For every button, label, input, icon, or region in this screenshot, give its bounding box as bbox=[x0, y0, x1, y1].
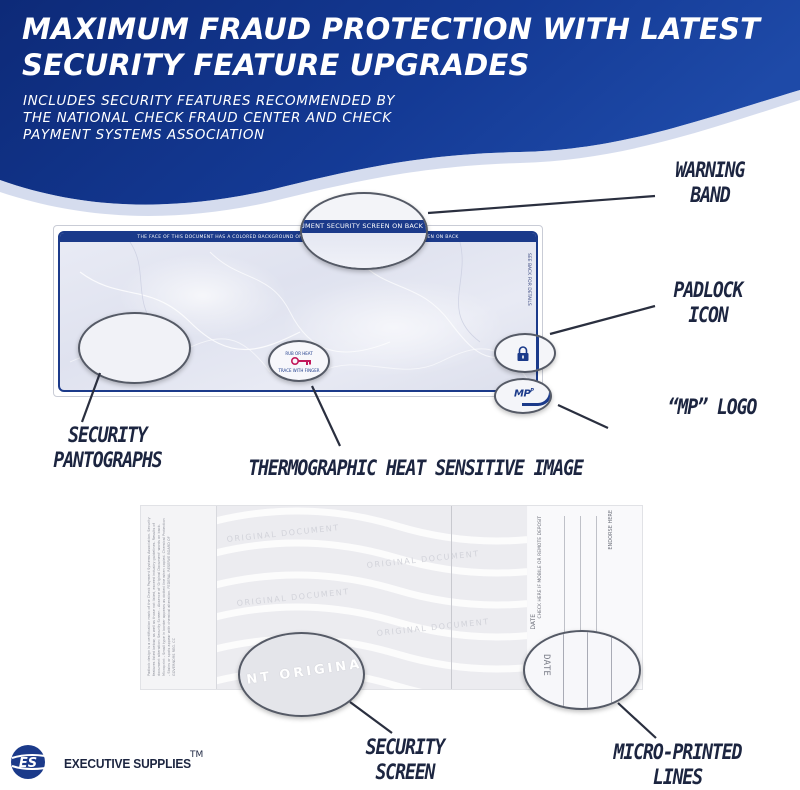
micro-line bbox=[611, 632, 612, 708]
callout-pantographs-line-1: SECURITY bbox=[68, 423, 148, 447]
padlock-magnifier bbox=[494, 333, 556, 373]
callout-padlock-line-2: ICON bbox=[688, 303, 728, 327]
security-screen-zoom-text: NT ORIGINAL bbox=[245, 655, 365, 688]
brand-name: EXECUTIVE SUPPLIES bbox=[64, 756, 191, 771]
padlock-pointer bbox=[549, 304, 656, 336]
endorse-here-label: ENDORSE HERE bbox=[608, 510, 614, 550]
thermo-top-text: RUB OR HEAT bbox=[285, 351, 313, 356]
subheadline-line-2: THE NATIONAL CHECK FRAUD CENTER AND CHEC… bbox=[23, 110, 392, 126]
es-logo-mark: ES bbox=[11, 745, 55, 779]
pantograph-magnifier bbox=[78, 312, 191, 384]
endorse-rule bbox=[596, 516, 597, 681]
mobile-deposit-note: CHECK HERE IF MOBILE OR REMOTE DEPOSIT bbox=[538, 516, 543, 619]
es-logo-letters: ES bbox=[19, 756, 37, 771]
callout-warning-band-line-2: BAND bbox=[690, 183, 730, 207]
callout-micro-printed-line-2: LINES bbox=[652, 765, 703, 789]
mp-logo-magnifier: MPP bbox=[494, 378, 552, 414]
subheadline-line-1: INCLUDES SECURITY FEATURES RECOMMENDED B… bbox=[23, 93, 396, 109]
back-left-panel: Padlock design is a certification mark o… bbox=[141, 506, 217, 689]
warning-band: THE FACE OF THIS DOCUMENT HAS A COLORED … bbox=[60, 233, 536, 242]
endorse-rule bbox=[564, 516, 565, 681]
callout-warning-band-line-1: WARNING bbox=[675, 158, 746, 182]
callout-padlock-line-1: PADLOCK bbox=[673, 278, 744, 302]
micro-printed-magnifier: DATE bbox=[523, 630, 641, 710]
callout-micro-printed-lines: MICRO-PRINTED LINES bbox=[602, 740, 753, 790]
callout-security-screen: SECURITY SCREEN bbox=[349, 735, 461, 785]
padlock-check-edge bbox=[536, 335, 539, 371]
warning-band-zoom-background bbox=[302, 233, 426, 268]
micro-date-label: DATE bbox=[540, 654, 551, 676]
header-wave-background bbox=[0, 0, 800, 216]
mp-logo-pointer bbox=[557, 404, 609, 429]
headline-line-2: SECURITY FEATURE UPGRADES bbox=[22, 48, 530, 82]
back-divider bbox=[451, 506, 452, 689]
micro-line bbox=[587, 632, 588, 708]
endorse-rule bbox=[580, 516, 581, 681]
callout-mp-logo: “MP” LOGO bbox=[667, 395, 758, 419]
warning-band-magnifier: UMENT SECURITY SCREEN ON BACK bbox=[300, 192, 428, 270]
security-screen-magnifier: NT ORIGINAL bbox=[238, 632, 365, 717]
back-left-text: Padlock design is a certification mark o… bbox=[147, 517, 176, 676]
callout-security-screen-line-2: SCREEN bbox=[375, 760, 435, 784]
callout-security-pantographs: SECURITY PANTOGRAPHS bbox=[32, 423, 183, 473]
security-screen-pointer bbox=[349, 701, 393, 734]
callout-warning-band: WARNING BAND bbox=[663, 158, 758, 208]
brand-trademark: TM bbox=[190, 750, 204, 760]
check-back: Padlock design is a certification mark o… bbox=[140, 505, 643, 690]
warning-band-zoom-text: UMENT SECURITY SCREEN ON BACK bbox=[302, 220, 426, 233]
executive-supplies-logo: ES EXECUTIVE SUPPLIES TM bbox=[10, 742, 230, 782]
callout-thermographic: THERMOGRAPHIC HEAT SENSITIVE IMAGE bbox=[248, 456, 584, 480]
side-note: SEE BACK FOR DETAILS bbox=[526, 253, 531, 306]
thermographic-magnifier: RUB OR HEAT TRACE WITH FINGER bbox=[268, 340, 330, 382]
micro-line bbox=[563, 632, 564, 708]
micro-printed-pointer bbox=[617, 702, 657, 739]
callout-pantographs-line-2: PANTOGRAPHS bbox=[53, 448, 162, 472]
padlock-icon bbox=[517, 346, 529, 361]
callout-padlock-icon: PADLOCK ICON bbox=[665, 278, 751, 328]
mp-check-corner bbox=[522, 380, 550, 406]
thermo-bottom-text: TRACE WITH FINGER bbox=[278, 368, 320, 373]
headline-line-1: MAXIMUM FRAUD PROTECTION WITH LATEST bbox=[22, 12, 761, 46]
key-icon bbox=[291, 357, 311, 365]
callout-micro-printed-line-1: MICRO-PRINTED bbox=[613, 740, 743, 764]
callout-security-screen-line-1: SECURITY bbox=[365, 735, 446, 759]
date-label: DATE bbox=[530, 614, 537, 630]
subheadline-line-3: PAYMENT SYSTEMS ASSOCIATION bbox=[23, 127, 265, 143]
